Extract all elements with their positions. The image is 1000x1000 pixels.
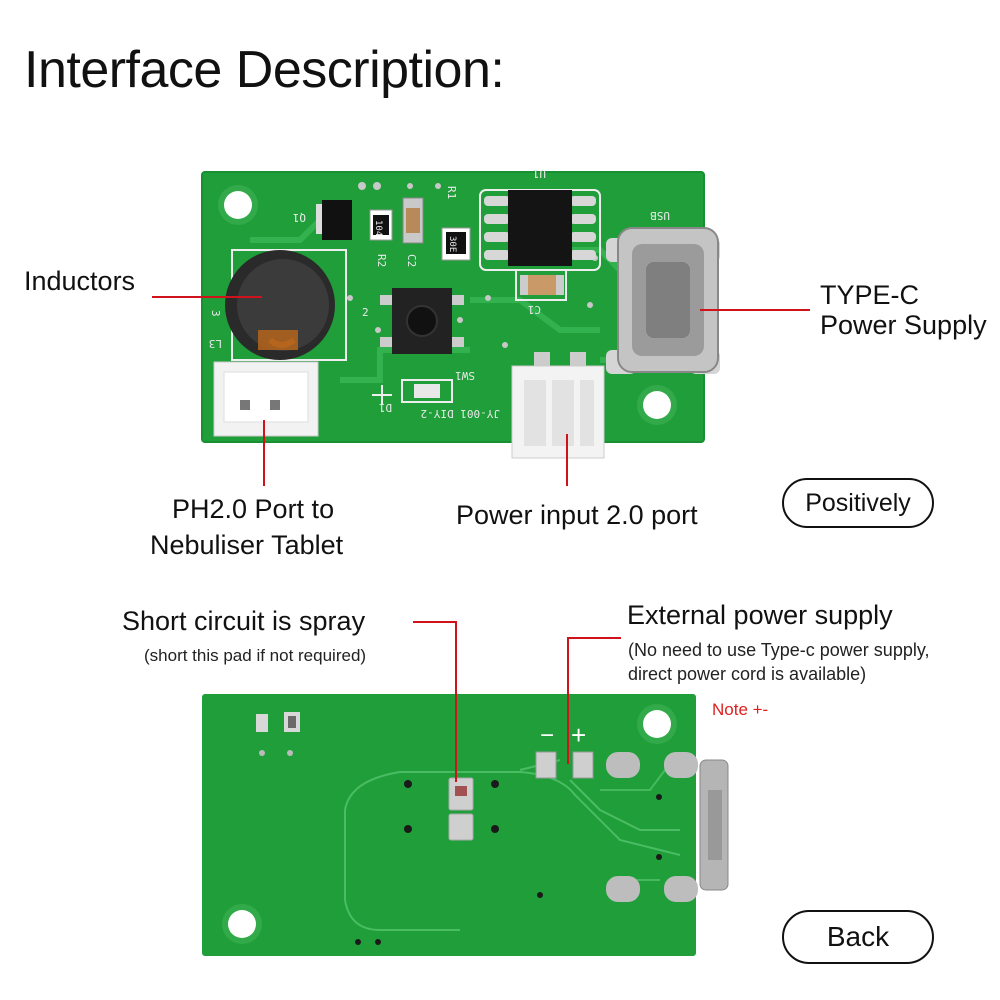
svg-text:U1: U1: [533, 167, 546, 180]
svg-text:L3: L3: [209, 337, 222, 350]
label-power-input: Power input 2.0 port: [456, 500, 698, 530]
svg-text:2: 2: [362, 306, 369, 319]
minus-pad: [535, 751, 557, 779]
badge-back: Back: [782, 910, 934, 964]
label-ph-line2: Nebuliser Tablet: [150, 530, 344, 560]
svg-text:R2: R2: [375, 254, 388, 267]
q1-transistor: [322, 200, 352, 240]
svg-text:JY-001 DIY-2: JY-001 DIY-2: [421, 407, 500, 420]
label-external-power: External power supply: [627, 600, 893, 630]
plus-sign: +: [571, 720, 587, 750]
ph-connector: [213, 361, 319, 437]
u1-chip: [479, 189, 601, 271]
label-inductors: Inductors: [24, 266, 136, 296]
svg-text:D1: D1: [379, 401, 392, 414]
typec-connector: [606, 227, 720, 374]
label-external-sub1: (No need to use Type-c power supply,: [628, 640, 930, 660]
sw1-button: [380, 288, 464, 354]
plus-pad: [572, 751, 594, 779]
svg-text:30E: 30E: [447, 236, 457, 252]
svg-text:3: 3: [209, 310, 222, 317]
leader-spray: [413, 621, 457, 782]
minus-sign: −: [540, 722, 555, 749]
note-polarity: Note +-: [712, 700, 769, 719]
label-ph-line1: PH2.0 Port to: [172, 494, 335, 524]
leader-external: [567, 637, 621, 764]
label-typec-line1: TYPE-C: [820, 280, 920, 310]
label-short-sub: (short this pad if not required): [144, 646, 367, 665]
label-typec-line2: Power Supply: [820, 310, 987, 340]
page-title: Interface Description:: [24, 41, 505, 99]
svg-text:SW1: SW1: [455, 369, 475, 382]
label-short-circuit: Short circuit is spray: [122, 606, 366, 636]
svg-text:R1: R1: [445, 186, 458, 199]
svg-text:C2: C2: [405, 254, 418, 267]
svg-text:C1: C1: [528, 303, 541, 316]
inductor-l3: [225, 249, 347, 361]
label-external-sub2: direct power cord is available): [628, 664, 867, 684]
power-input-connector: [511, 352, 605, 459]
badge-positively: Positively: [782, 478, 934, 528]
svg-text:104: 104: [373, 220, 383, 236]
svg-text:Q1: Q1: [293, 211, 306, 224]
silk-usb: USB: [650, 209, 670, 222]
